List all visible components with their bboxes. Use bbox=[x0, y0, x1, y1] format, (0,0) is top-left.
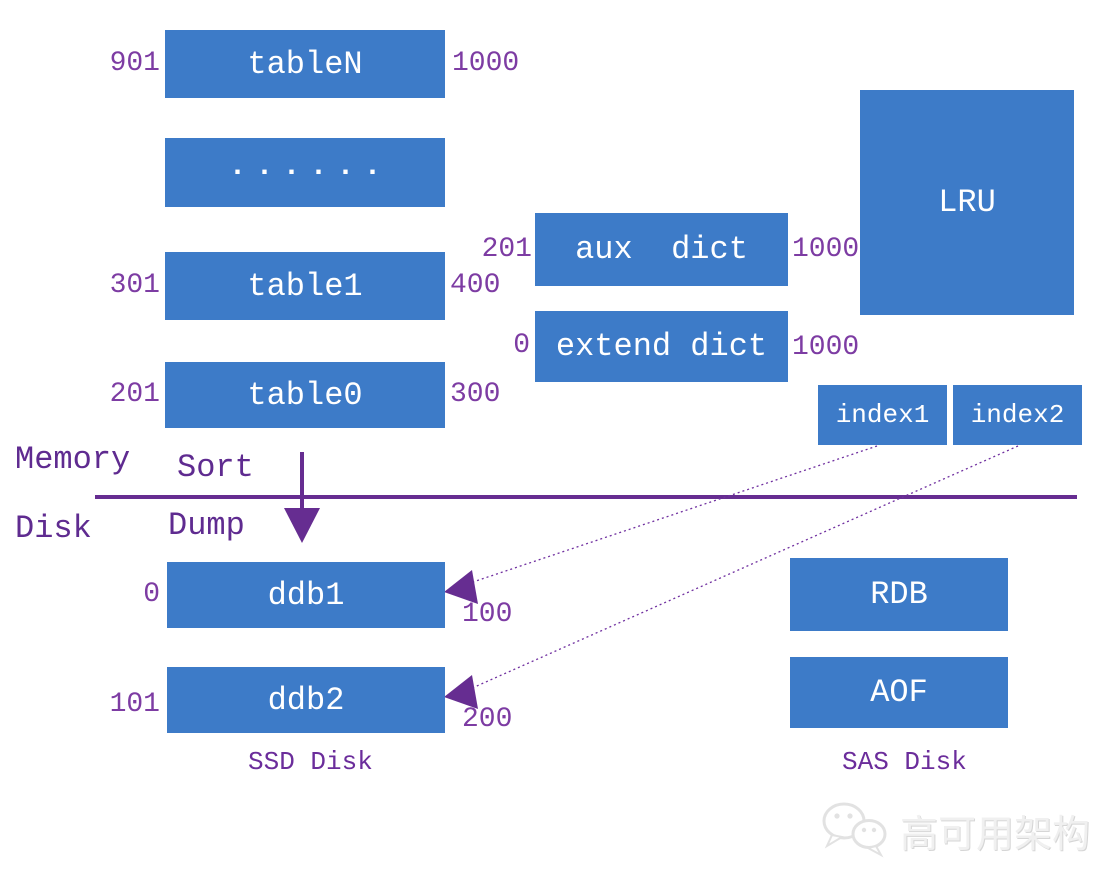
sas-disk-label: SAS Disk bbox=[842, 747, 967, 777]
watermark-text: 高可用架构 bbox=[900, 811, 1091, 856]
tableN-start-value: 901 bbox=[109, 48, 160, 79]
table1-box: table1 bbox=[165, 252, 445, 320]
extend-dict-end-value: 1000 bbox=[792, 332, 860, 363]
sort-label: Sort bbox=[177, 449, 254, 486]
lru-label: LRU bbox=[938, 184, 996, 221]
ddb1-end-value: 100 bbox=[462, 599, 513, 630]
ddb2-box: ddb2 bbox=[167, 667, 445, 733]
dump-label: Dump bbox=[168, 507, 245, 544]
aux-dict-end-value: 1000 bbox=[792, 234, 860, 265]
disk-zone-label: Disk bbox=[15, 510, 92, 547]
tableN-end-value: 1000 bbox=[452, 48, 520, 79]
index1-label: index1 bbox=[835, 400, 930, 430]
ddb2-arrow-head-icon bbox=[444, 675, 478, 709]
aof-label: AOF bbox=[870, 674, 928, 711]
table0-box: table0 bbox=[165, 362, 445, 428]
watermark: 高可用架构 bbox=[818, 790, 1110, 870]
dump-arrow-head-icon bbox=[284, 508, 320, 543]
ddb2-label: ddb2 bbox=[267, 681, 345, 719]
ddb1-label: ddb1 bbox=[267, 576, 345, 614]
rdb-label: RDB bbox=[870, 576, 928, 613]
wechat-bubbles-icon bbox=[822, 802, 887, 858]
tableN-label: tableN bbox=[247, 45, 363, 83]
memory-zone-label: Memory bbox=[15, 441, 131, 478]
ssd-disk-label: SSD Disk bbox=[248, 747, 373, 777]
aux-dict-label: aux dict bbox=[575, 231, 748, 268]
ddb1-start-value: 0 bbox=[143, 579, 160, 610]
index2-label: index2 bbox=[970, 400, 1065, 430]
extend-dict-box: extend dict bbox=[535, 311, 788, 382]
table1-end-value: 400 bbox=[450, 270, 501, 301]
aux-dict-start-value: 201 bbox=[481, 234, 532, 265]
index1-box: index1 bbox=[818, 385, 947, 445]
table0-start-value: 201 bbox=[109, 379, 160, 410]
lru-box: LRU bbox=[860, 90, 1074, 315]
ellipsis-tables-box: ······ bbox=[165, 138, 445, 207]
table1-label: table1 bbox=[247, 267, 363, 305]
table0-label: table0 bbox=[247, 376, 363, 414]
tableN-box: tableN bbox=[165, 30, 445, 98]
index2-box: index2 bbox=[953, 385, 1082, 445]
table0-end-value: 300 bbox=[450, 379, 501, 410]
ddb2-end-value: 200 bbox=[462, 704, 513, 735]
index1-to-ddb1-dotted-line bbox=[469, 445, 878, 584]
ellipsis-label: ······ bbox=[228, 155, 391, 190]
ddb2-start-value: 101 bbox=[109, 689, 160, 720]
ddb1-box: ddb1 bbox=[167, 562, 445, 628]
extend-dict-label: extend dict bbox=[555, 328, 768, 365]
table1-start-value: 301 bbox=[109, 270, 160, 301]
rdb-box: RDB bbox=[790, 558, 1008, 631]
aof-box: AOF bbox=[790, 657, 1008, 728]
aux-dict-box: aux dict bbox=[535, 213, 788, 286]
extend-dict-start-value: 0 bbox=[513, 330, 530, 361]
ddb1-arrow-head-icon bbox=[444, 570, 478, 604]
